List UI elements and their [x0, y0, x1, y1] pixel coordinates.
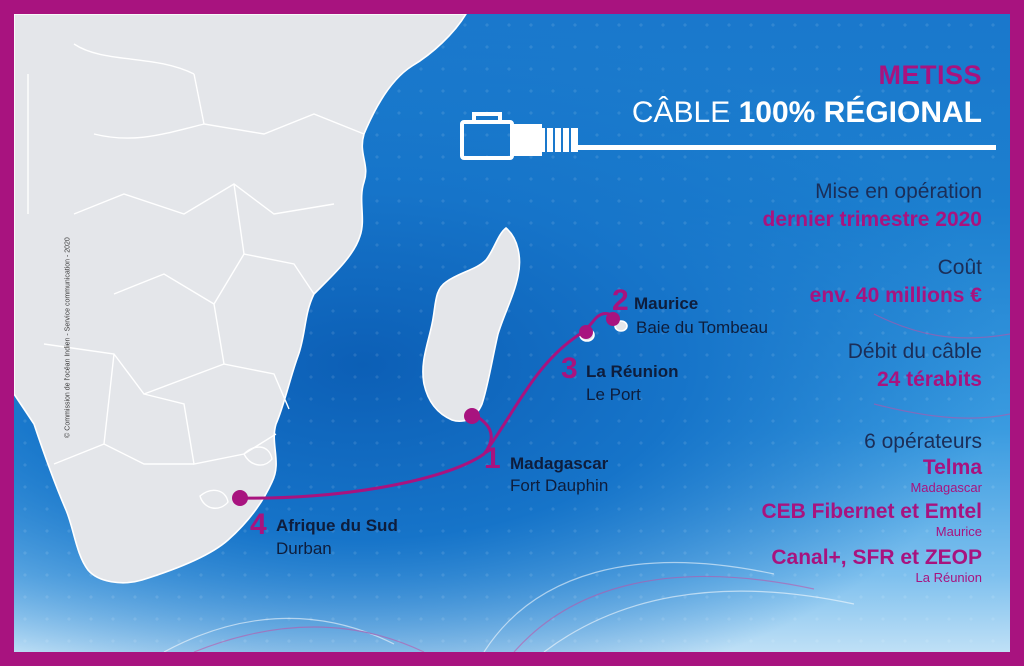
rate-label: Débit du câble — [847, 340, 982, 363]
title-metiss: METISS — [878, 60, 982, 90]
country-borders — [27, 43, 365, 509]
landing-number: 2 — [612, 284, 629, 317]
cable-line-decoration — [576, 145, 996, 150]
ethernet-connector-icon — [460, 112, 578, 160]
operator-country: La Réunion — [915, 570, 983, 585]
launch-value: dernier trimestre 2020 — [762, 208, 982, 231]
landing-dot-fort-dauphin — [464, 408, 480, 424]
map-canvas: © Commission de l'océan Indien - Service… — [14, 14, 1010, 652]
title-regional-cable: CÂBLE 100% RÉGIONAL — [632, 96, 982, 130]
rate-value: 24 térabits — [876, 368, 982, 391]
landing-city: Durban — [276, 539, 332, 558]
landing-dot-baie-du-tombeau — [606, 312, 620, 326]
cost-value: env. 40 millions € — [809, 284, 982, 307]
operator-country: Madagascar — [910, 480, 982, 495]
landing-dot-le-port — [579, 325, 593, 339]
operator-name: Telma — [922, 456, 982, 479]
madagascar-island — [422, 226, 521, 422]
landing-number: 4 — [250, 508, 267, 541]
landing-city: Le Port — [586, 385, 641, 404]
title-regional-prefix: CÂBLE — [631, 96, 739, 129]
operator-country: Maurice — [935, 524, 982, 539]
landing-number: 3 — [561, 352, 578, 385]
africa-landmass — [14, 14, 467, 584]
operators-label: 6 opérateurs — [864, 430, 982, 453]
landing-name: Maurice — [634, 294, 699, 313]
operator-name: CEB Fibernet et Emtel — [761, 500, 982, 523]
launch-label: Mise en opération — [815, 180, 982, 203]
landing-name: La Réunion — [586, 362, 679, 381]
operator-name: Canal+, SFR et ZEOP — [771, 546, 982, 569]
copyright-text: © Commission de l'océan Indien - Service… — [64, 237, 72, 438]
landing-city: Fort Dauphin — [510, 476, 609, 495]
title-regional-emphasis: 100% RÉGIONAL — [738, 96, 982, 129]
landing-points — [232, 312, 620, 506]
map-graphic — [14, 14, 1010, 652]
landing-city: Baie du Tombeau — [636, 318, 769, 337]
decorative-swirls — [163, 313, 1010, 652]
landing-number: 1 — [484, 442, 501, 475]
landing-dot-durban — [232, 490, 248, 506]
landing-name: Madagascar — [510, 454, 609, 473]
landing-name: Afrique du Sud — [276, 516, 398, 535]
cost-label: Coût — [937, 256, 982, 279]
